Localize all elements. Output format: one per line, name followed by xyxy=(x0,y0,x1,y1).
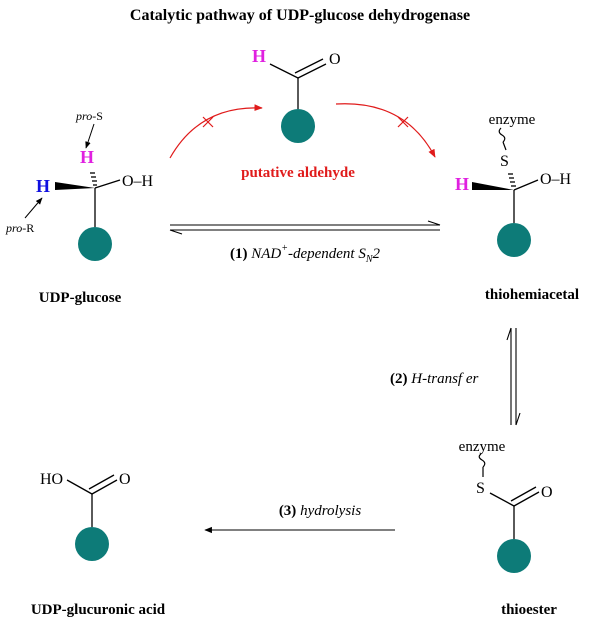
red-arrow-to-aldehyde xyxy=(169,104,263,159)
thioester-o-atom: O xyxy=(541,484,553,501)
pro-s-arrow xyxy=(85,123,95,149)
pro-s-label: pro-S xyxy=(75,109,103,123)
hash-bond xyxy=(508,173,516,187)
aldehyde-o-atom: O xyxy=(329,51,341,68)
hydroxyl-label: O–H xyxy=(122,173,154,190)
udp-glucose-label: UDP-glucose xyxy=(39,290,122,306)
putative-aldehyde-structure: H O xyxy=(252,46,341,143)
blocked-mark-left xyxy=(202,116,214,128)
equilibrium-arrow-step1 xyxy=(169,220,441,235)
pro-r-label: pro-R xyxy=(5,221,34,235)
diagram-title: Catalytic pathway of UDP-glucose dehydro… xyxy=(130,7,470,24)
udp-glucose-ring xyxy=(78,227,112,261)
carboxyl-ho: HO xyxy=(40,471,63,488)
carboxyl-o-atom: O xyxy=(119,471,131,488)
red-arrow-to-thiohemiacetal xyxy=(335,103,436,158)
udp-glucose-structure: H H O–H pro-S pro-R xyxy=(5,109,154,261)
thiohemiacetal-sulfur: S xyxy=(500,153,509,170)
pro-r-arrow xyxy=(24,197,43,219)
wedge-bond xyxy=(55,182,95,190)
udp-glucuronic-acid-label: UDP-glucuronic acid xyxy=(31,602,166,618)
enzyme-wavy-bond xyxy=(498,127,506,143)
putative-aldehyde-label: putative aldehyde xyxy=(241,165,355,181)
thiohemiacetal-structure: S enzyme H O–H xyxy=(455,112,572,257)
thiohemiacetal-label: thiohemiacetal xyxy=(485,287,579,303)
thiohemiacetal-hydroxyl: O–H xyxy=(540,171,572,188)
step3-label: (3) hydrolysis xyxy=(279,503,362,519)
aldehyde-ring xyxy=(281,109,315,143)
thiohemiacetal-h-atom: H xyxy=(455,174,469,194)
thiohemiacetal-ring xyxy=(497,223,531,257)
thioester-enzyme: enzyme xyxy=(459,439,506,455)
udp-glucuronic-acid-structure: HO O xyxy=(40,471,131,561)
thioester-label: thioester xyxy=(501,602,557,618)
thiohemiacetal-enzyme: enzyme xyxy=(489,112,536,128)
h-atom-pro-s: H xyxy=(80,147,94,167)
thioester-sulfur: S xyxy=(476,480,485,497)
hash-bond xyxy=(90,172,97,186)
wedge-bond xyxy=(472,182,514,190)
step2-label: (2) H-transf er xyxy=(390,371,478,387)
h-atom-pro-r: H xyxy=(36,176,50,196)
step1-label: (1) NAD+-dependent SN2 xyxy=(230,243,381,265)
enzyme-wavy-bond xyxy=(478,453,486,468)
thioester-ring xyxy=(497,539,531,573)
aldehyde-h-atom: H xyxy=(252,46,266,66)
blocked-mark-right xyxy=(397,116,409,128)
equilibrium-arrow-step2 xyxy=(506,327,521,426)
glucuronic-ring xyxy=(75,527,109,561)
thioester-structure: S enzyme O xyxy=(459,439,553,573)
